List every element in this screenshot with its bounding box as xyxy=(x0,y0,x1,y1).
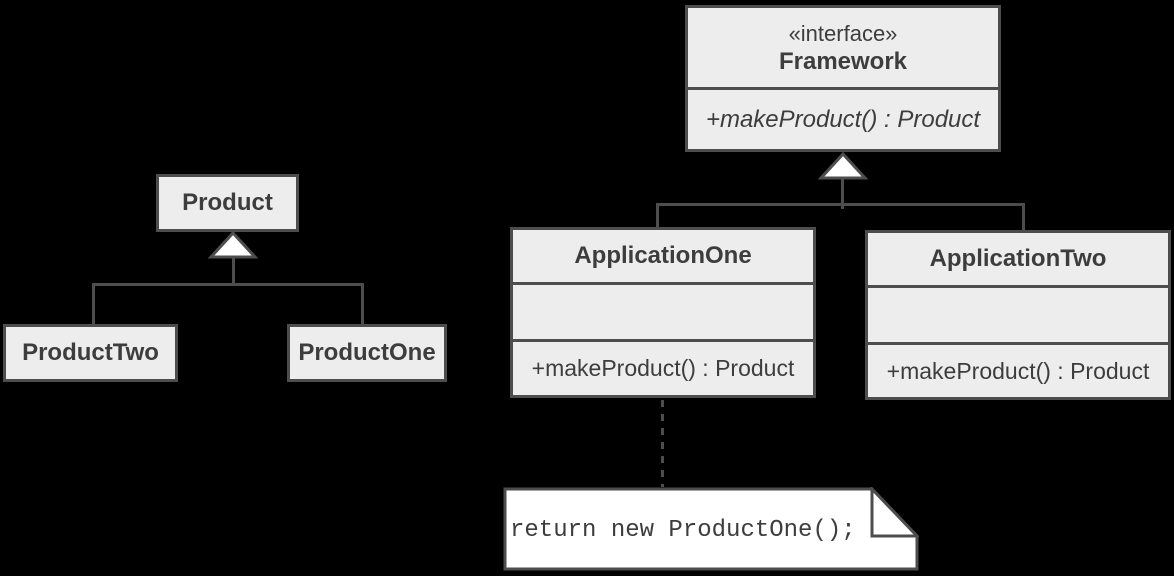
note-body-shape xyxy=(503,487,919,571)
inheritance-arrow-product xyxy=(207,230,259,259)
class-name-applicationone: ApplicationOne xyxy=(574,242,752,269)
note-shape xyxy=(503,487,919,571)
class-name-applicationtwo: ApplicationTwo xyxy=(929,245,1107,272)
class-box-product: Product xyxy=(156,174,299,232)
applicationone-title-section: ApplicationOne xyxy=(513,230,813,282)
applicationone-method: +makeProduct() : Product xyxy=(513,339,813,395)
class-box-productone: ProductOne xyxy=(287,324,447,382)
class-box-applicationtwo: ApplicationTwo +makeProduct() : Product xyxy=(865,230,1171,400)
framework-tree-drop-right-line xyxy=(1022,203,1025,231)
class-box-applicationone: ApplicationOne +makeProduct() : Product xyxy=(510,227,816,398)
interface-box-framework: «interface» Framework +makeProduct() : P… xyxy=(685,5,1001,152)
framework-tree-stem-line xyxy=(841,178,844,209)
class-name-producttwo: ProductTwo xyxy=(22,339,159,366)
note-dashed-connector-line xyxy=(661,400,664,487)
interface-name-framework: Framework xyxy=(778,47,908,75)
framework-header-section: «interface» Framework xyxy=(688,8,998,87)
product-tree-drop-right-line xyxy=(361,283,364,324)
inheritance-triangle-shape xyxy=(817,151,869,180)
uml-note: return new ProductOne(); xyxy=(503,487,919,571)
framework-tree-horizontal-line xyxy=(656,203,1025,206)
framework-tree-drop-left-line xyxy=(656,203,659,228)
inheritance-triangle-shape xyxy=(207,230,259,259)
product-tree-stem-line xyxy=(232,257,235,286)
note-folded-corner xyxy=(870,487,919,538)
framework-method: +makeProduct() : Product xyxy=(688,87,998,149)
class-name-product: Product xyxy=(182,189,273,216)
product-tree-drop-left-line xyxy=(92,283,95,324)
applicationtwo-attributes-section xyxy=(868,285,1168,342)
framework-stereotype: «interface» xyxy=(788,20,898,46)
note-code-text: return new ProductOne(); xyxy=(510,517,856,544)
class-name-productone: ProductOne xyxy=(298,339,436,366)
applicationtwo-method: +makeProduct() : Product xyxy=(868,342,1168,397)
applicationtwo-title-section: ApplicationTwo xyxy=(868,233,1168,285)
product-tree-horizontal-line xyxy=(92,283,364,286)
inheritance-arrow-framework xyxy=(817,151,869,180)
applicationone-attributes-section xyxy=(513,282,813,339)
class-box-producttwo: ProductTwo xyxy=(3,324,178,382)
